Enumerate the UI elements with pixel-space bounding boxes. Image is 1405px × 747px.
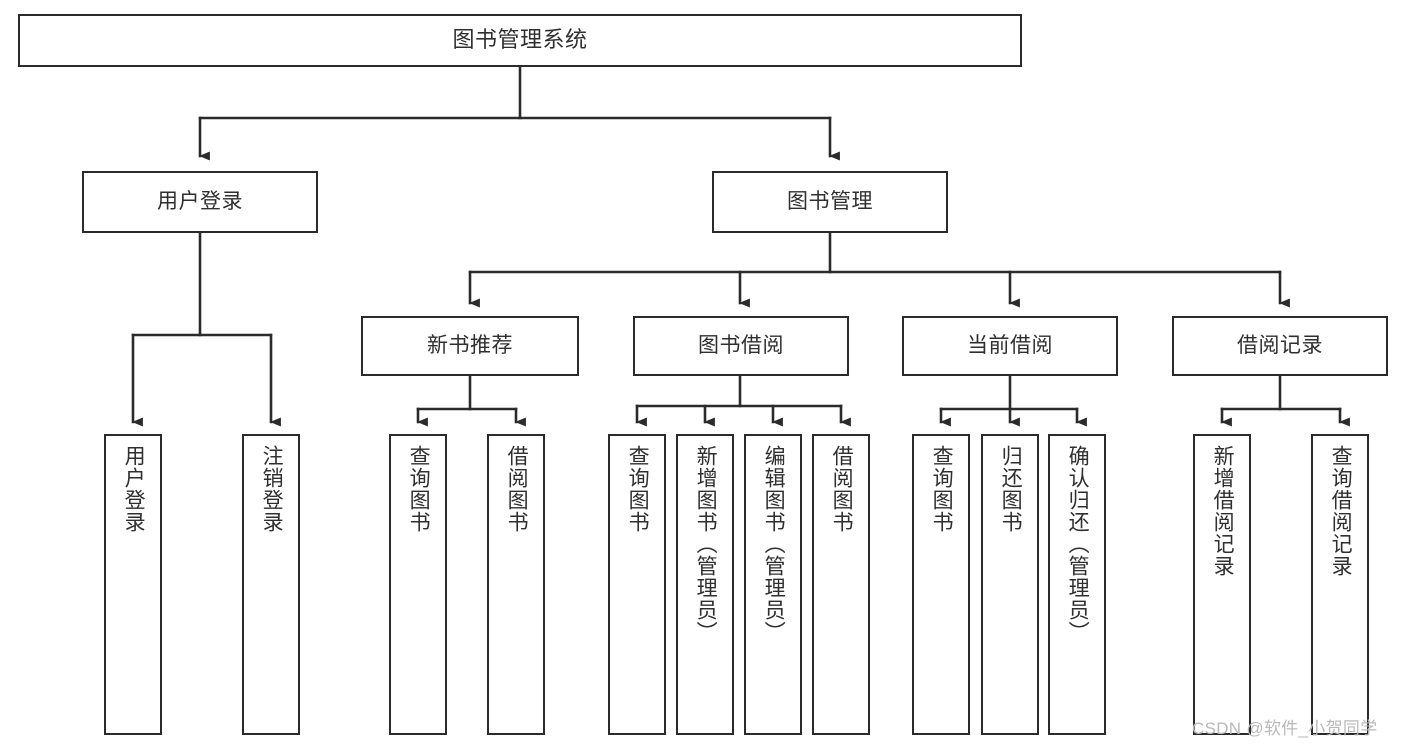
node-label: 用户登录 [122,445,146,533]
node-label: 图书管理系统 [452,27,588,53]
node-label: 借阅记录 [1237,334,1323,358]
node-label: 查询借阅记录 [1329,445,1353,577]
leaf-query-borrow-record[interactable]: 查询借阅记录 [1311,434,1369,735]
node-current-borrow[interactable]: 当前借阅 [902,316,1118,376]
node-label: 确认归还（管理员） [1066,445,1090,643]
node-label: 归还图书 [999,445,1023,533]
leaf-return-books[interactable]: 归还图书 [981,434,1039,735]
node-book-borrow[interactable]: 图书借阅 [633,316,849,376]
leaf-borrow-books-recommend[interactable]: 借阅图书 [487,434,545,735]
node-borrow-records[interactable]: 借阅记录 [1172,316,1388,376]
node-new-book-recommend[interactable]: 新书推荐 [361,316,579,376]
leaf-query-books-current[interactable]: 查询图书 [912,434,970,735]
node-label: 图书借阅 [698,334,784,358]
node-book-management[interactable]: 图书管理 [712,171,948,233]
leaf-query-books-borrow[interactable]: 查询图书 [608,434,666,735]
leaf-confirm-return-admin[interactable]: 确认归还（管理员） [1048,434,1106,735]
node-label: 借阅图书 [830,445,854,533]
leaf-query-books-recommend[interactable]: 查询图书 [389,434,447,735]
node-label: 新书推荐 [427,334,513,358]
node-label: 新增图书（管理员） [694,445,718,643]
csdn-watermark: CSDN @软件_小贺同学 [1192,719,1378,738]
leaf-add-book-admin[interactable]: 新增图书（管理员） [676,434,734,735]
node-label: 图书管理 [787,190,873,214]
node-label: 编辑图书（管理员） [762,445,786,643]
leaf-logout[interactable]: 注销登录 [242,434,300,735]
node-label: 查询图书 [626,445,650,533]
node-label: 注销登录 [260,445,284,533]
node-label: 当前借阅 [967,334,1053,358]
node-user-login[interactable]: 用户登录 [82,171,318,233]
node-label: 新增借阅记录 [1211,445,1235,577]
node-label: 查询图书 [407,445,431,533]
leaf-user-login[interactable]: 用户登录 [104,434,162,735]
node-label: 借阅图书 [505,445,529,533]
node-label: 查询图书 [930,445,954,533]
leaf-borrow-books[interactable]: 借阅图书 [812,434,870,735]
node-root-system[interactable]: 图书管理系统 [18,14,1022,67]
leaf-add-borrow-record[interactable]: 新增借阅记录 [1193,434,1251,735]
node-label: 用户登录 [157,190,243,214]
leaf-edit-book-admin[interactable]: 编辑图书（管理员） [744,434,802,735]
